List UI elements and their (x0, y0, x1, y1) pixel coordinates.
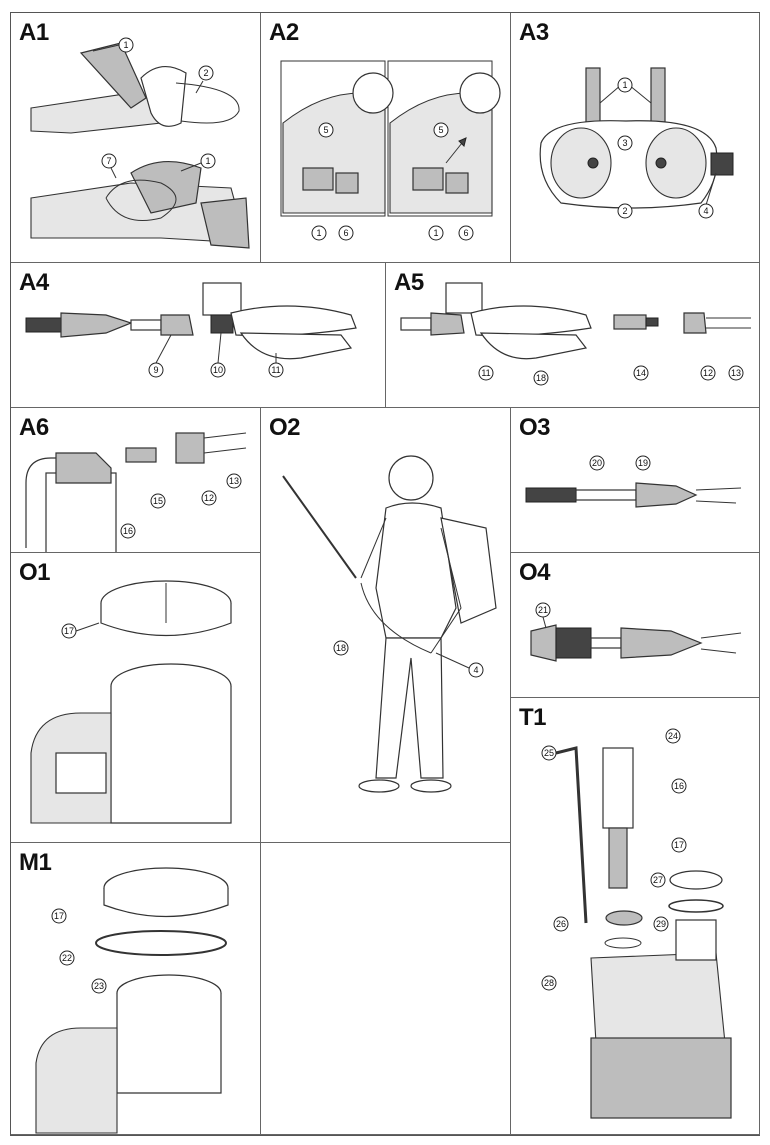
callout-7: 7 (106, 156, 111, 166)
callout-16: 16 (123, 526, 133, 536)
callout-3: 3 (622, 138, 627, 148)
callout-26: 26 (556, 919, 566, 929)
panel-title: O4 (519, 559, 551, 586)
callout-1b: 1 (205, 156, 210, 166)
callout-12: 12 (204, 493, 214, 503)
callout-24: 24 (668, 731, 678, 741)
tank-back-illustration: 1 3 2 4 (539, 67, 734, 219)
panel-title: A3 (519, 19, 549, 46)
callout-29: 29 (656, 919, 666, 929)
callout-21: 21 (538, 605, 548, 615)
panel-o4: O4 21 (511, 553, 760, 698)
callout-4: 4 (473, 665, 478, 675)
callout-1b: 1 (433, 228, 438, 238)
callout-11: 11 (271, 365, 280, 375)
callout-6: 6 (343, 228, 348, 238)
callout-20: 20 (592, 458, 602, 468)
callout-13: 13 (731, 368, 741, 378)
panel-a4: A4 9 10 11 (11, 263, 386, 408)
panel-title: A1 (19, 19, 49, 46)
panel-title: T1 (519, 704, 547, 731)
panel-title: A2 (269, 19, 299, 46)
pump-hose-connector-illustration: 15 12 13 16 (25, 432, 247, 552)
callout-17: 17 (674, 840, 684, 850)
callout-17: 17 (64, 626, 74, 636)
callout-25: 25 (544, 748, 554, 758)
callout-4: 4 (703, 206, 708, 216)
panel-title: O2 (269, 414, 301, 441)
callout-27: 27 (653, 875, 663, 885)
panel-title: A4 (19, 269, 49, 296)
strap-buckle-illustration: 1 2 7 1 (30, 37, 250, 249)
callout-2: 2 (622, 206, 627, 216)
callout-15: 15 (153, 496, 163, 506)
callout-2: 2 (203, 68, 208, 78)
panel-title: M1 (19, 849, 52, 876)
panel-title: A6 (19, 414, 49, 441)
callout-19: 19 (638, 458, 648, 468)
callout-16: 16 (674, 781, 684, 791)
callout-28: 28 (544, 978, 554, 988)
panel-title: O3 (519, 414, 551, 441)
callout-6b: 6 (463, 228, 468, 238)
panel-m1: M1 17 22 23 (11, 843, 261, 1135)
callout-10: 10 (213, 365, 223, 375)
callout-18: 18 (536, 373, 546, 383)
callout-5b: 5 (438, 125, 443, 135)
callout-23: 23 (94, 981, 104, 991)
panel-o3: O3 20 19 (511, 408, 760, 553)
callout-17: 17 (54, 911, 64, 921)
callout-9: 9 (153, 365, 158, 375)
callout-1: 1 (316, 228, 321, 238)
lance-gun-assembly-illustration: 9 10 11 (25, 282, 357, 378)
callout-22: 22 (62, 953, 72, 963)
callout-5: 5 (323, 125, 328, 135)
panel-title: O1 (19, 559, 51, 586)
callout-13: 13 (229, 476, 239, 486)
panel-t1: T1 24 25 16 17 27 26 29 28 (511, 698, 760, 1135)
panel-title: A5 (394, 269, 424, 296)
lid-gasket-illustration: 17 22 23 (35, 867, 229, 1134)
callout-1: 1 (622, 80, 627, 90)
callout-12: 12 (703, 368, 713, 378)
person-wearing-sprayer-illustration: 18 4 (282, 455, 497, 793)
panel-a1: A1 1 2 7 1 (11, 13, 261, 263)
strap-clip-illustration: 5 1 6 5 1 6 (280, 60, 501, 241)
callout-18: 18 (336, 643, 346, 653)
panel-o2: O2 18 4 (261, 408, 511, 843)
nozzle-tip-illustration: 21 (530, 602, 742, 662)
callout-1: 1 (123, 40, 128, 50)
panel-a5: A5 11 18 14 12 13 (386, 263, 760, 408)
callout-14: 14 (636, 368, 646, 378)
tank-lid-open-illustration: 17 (30, 580, 232, 824)
callout-11: 11 (481, 368, 490, 378)
panel-o1: O1 17 (11, 553, 261, 843)
panel-a3: A3 1 3 2 4 (511, 13, 760, 263)
gun-hose-assembly-illustration: 11 18 14 12 13 (400, 282, 751, 386)
lance-nozzle-illustration: 20 19 (525, 455, 742, 508)
panel-a2: A2 5 1 6 5 1 6 (261, 13, 511, 263)
panel-empty (261, 843, 511, 1135)
panel-a6: A6 15 12 13 16 (11, 408, 261, 553)
exploded-parts-illustration: 24 25 16 17 27 26 29 28 (541, 728, 732, 1119)
